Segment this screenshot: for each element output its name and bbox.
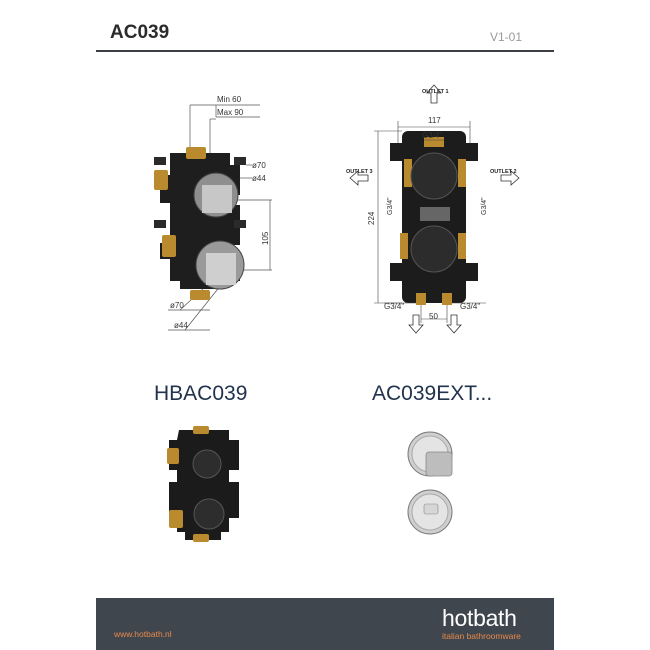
spacing-label: 105 <box>261 231 270 245</box>
valve-body-render <box>167 426 239 542</box>
thread-right-label: G3/4" <box>481 197 488 215</box>
depth-max-label: Max 90 <box>217 108 244 117</box>
trim-set-render <box>407 431 453 535</box>
dia-70-top-label: ø70 <box>252 161 266 170</box>
dia-70-bottom-label: ø70 <box>170 301 184 310</box>
thread-left-label: G3/4" <box>387 197 394 215</box>
thread-top-label: G3/4" <box>422 131 442 140</box>
outlet-2-label: OUTLET 2 <box>490 169 517 175</box>
outlet-3-label: OUTLET 3 <box>346 169 373 175</box>
product-code-right: AC039EXT... <box>372 382 493 405</box>
footer-bar <box>96 598 554 650</box>
brand-tagline: italian bathroomware <box>442 631 521 641</box>
thread-bottom-left-label: G3/4" <box>384 302 404 311</box>
side-view-drawing: Min 60 Max 90 ø70 ø44 105 ø70 ø44 <box>154 95 272 331</box>
dia-44-top-label: ø44 <box>252 174 266 183</box>
brand-logo-text: hotbath <box>442 605 517 631</box>
dia-44-bottom-label: ø44 <box>174 321 188 330</box>
outlet-1-label: OUTLET 1 <box>422 89 449 95</box>
front-view-drawing: OUTLET 1 OUTLET 2 OUTLET 3 117 G3/4" 224… <box>346 84 520 334</box>
product-code-left: HBAC039 <box>154 382 248 405</box>
depth-min-label: Min 60 <box>217 95 242 104</box>
website-link[interactable]: www.hotbath.nl <box>114 629 172 639</box>
version-label: V1-01 <box>490 30 523 44</box>
thread-bottom-right-label: G3/4" <box>460 302 480 311</box>
header-divider <box>96 50 554 52</box>
height-label: 224 <box>367 211 376 225</box>
page-title: AC039 <box>110 22 170 43</box>
width-label: 117 <box>428 116 441 125</box>
inlet-spacing-label: 50 <box>429 312 438 321</box>
spec-sheet <box>96 0 554 650</box>
